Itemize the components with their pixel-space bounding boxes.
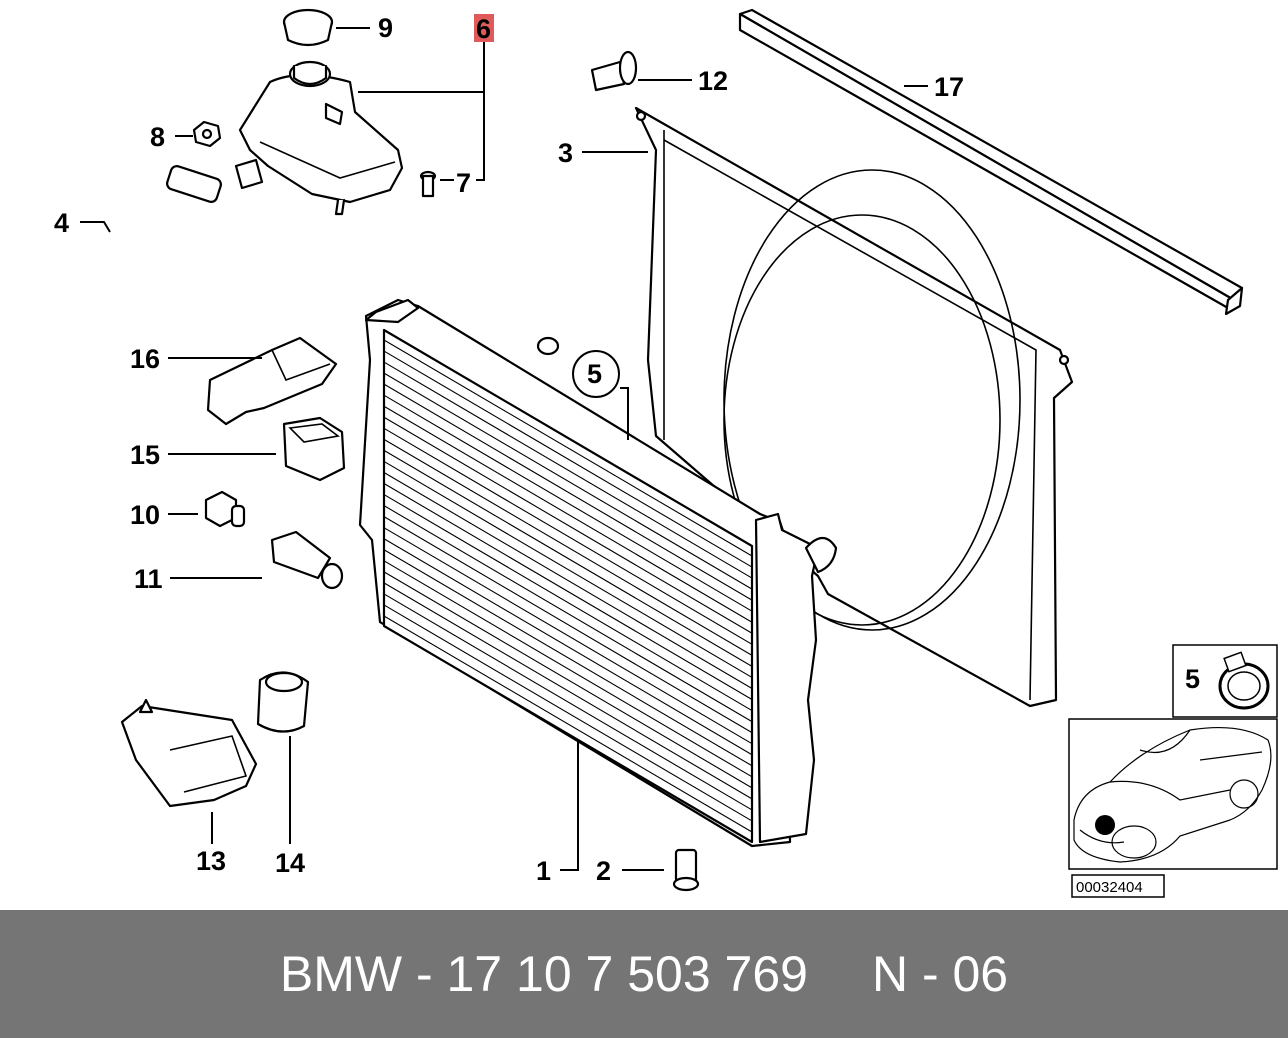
expanding-rivet bbox=[590, 50, 638, 92]
parts-diagram: 9 6 8 7 4 12 3 17 5 16 15 10 11 13 14 1 … bbox=[54, 8, 1278, 898]
inset-clamp-box: 5 bbox=[1172, 644, 1278, 718]
fin-line bbox=[383, 516, 753, 734]
fin-line bbox=[383, 560, 753, 778]
fin-line bbox=[383, 538, 753, 756]
fin-line bbox=[383, 593, 753, 811]
car-outline-icon bbox=[1073, 726, 1272, 863]
fan-shroud bbox=[634, 106, 1074, 708]
radiator bbox=[358, 298, 838, 848]
bolt-small bbox=[419, 170, 437, 198]
fin-line bbox=[383, 372, 753, 590]
callout-16: 16 bbox=[130, 344, 160, 374]
fin-line bbox=[383, 615, 753, 833]
callout-9: 9 bbox=[378, 13, 393, 43]
tank-cap bbox=[282, 8, 334, 47]
fin-line bbox=[383, 416, 753, 634]
nut bbox=[192, 120, 222, 148]
part-number-text: BMW - 17 10 7 503 769 bbox=[279, 946, 808, 1002]
part-number-footer: BMW - 17 10 7 503 769 N - 06 bbox=[0, 910, 1288, 1038]
fin-line bbox=[383, 427, 753, 645]
drain-plug bbox=[204, 490, 246, 528]
fin-line bbox=[383, 472, 753, 689]
callout-17: 17 bbox=[934, 72, 964, 102]
callout-4: 4 bbox=[54, 208, 69, 238]
leader-lines bbox=[80, 27, 928, 871]
callout-2: 2 bbox=[596, 856, 611, 886]
callout-10: 10 bbox=[130, 500, 160, 530]
temperature-switch bbox=[270, 530, 344, 590]
highlight-marker bbox=[474, 14, 494, 42]
fin-line bbox=[383, 438, 753, 656]
fin-line bbox=[383, 582, 753, 800]
rubber-mount bbox=[282, 416, 346, 482]
callout-1: 1 bbox=[536, 856, 551, 886]
coolant-hose bbox=[103, 165, 560, 356]
callout-8: 8 bbox=[150, 122, 165, 152]
fin-line bbox=[383, 361, 753, 579]
fin-line bbox=[383, 604, 753, 822]
fin-line bbox=[383, 405, 753, 623]
page-code-text: N - 06 bbox=[871, 946, 1009, 1002]
fin-line bbox=[383, 339, 753, 557]
diagram-code: 00032404 bbox=[1076, 879, 1143, 896]
location-marker bbox=[1095, 815, 1115, 835]
fin-line bbox=[383, 571, 753, 789]
bracket-upper bbox=[206, 336, 338, 426]
bracket-lower bbox=[120, 698, 258, 808]
fin-line bbox=[383, 483, 753, 700]
fin-line bbox=[383, 350, 753, 568]
bolt-lower bbox=[672, 848, 700, 892]
fin-line bbox=[383, 394, 753, 612]
callout-7: 7 bbox=[456, 168, 471, 198]
fin-line bbox=[383, 449, 753, 667]
callout-5-circle bbox=[572, 350, 620, 398]
radiator-fins bbox=[383, 339, 753, 833]
inset-car-box bbox=[1068, 718, 1278, 870]
callout-6: 6 bbox=[476, 14, 491, 44]
rubber-buffer bbox=[256, 671, 310, 733]
fin-line bbox=[383, 549, 753, 767]
callout-3: 3 bbox=[558, 138, 573, 168]
fin-line bbox=[383, 383, 753, 601]
callout-12: 12 bbox=[698, 66, 728, 96]
fin-line bbox=[383, 527, 753, 745]
callout-15: 15 bbox=[130, 440, 160, 470]
rail-strip bbox=[738, 8, 1244, 316]
callout-13: 13 bbox=[196, 846, 226, 876]
callout-5: 5 bbox=[587, 359, 602, 389]
fin-line bbox=[383, 460, 753, 678]
expansion-tank bbox=[234, 60, 404, 216]
callout-14: 14 bbox=[275, 848, 305, 878]
fin-line bbox=[383, 494, 753, 712]
inset-clamp-label: 5 bbox=[1185, 664, 1200, 694]
callout-11: 11 bbox=[134, 564, 163, 594]
fin-line bbox=[383, 505, 753, 723]
